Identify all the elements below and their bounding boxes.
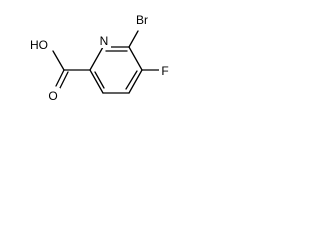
atom-label-f: F <box>161 64 168 78</box>
bond-c2-c3 <box>128 46 143 71</box>
bond-c5-c6 <box>89 69 104 94</box>
bond-carboxyl-o <box>55 69 65 87</box>
atom-label-o: O <box>48 89 57 103</box>
bond-layer <box>52 30 161 94</box>
atom-label-br: Br <box>136 13 148 27</box>
atom-layer: N Br F HO O <box>28 12 171 103</box>
bond-c3-c4-inner <box>125 70 138 90</box>
atom-label-n: N <box>100 34 109 48</box>
bond-c6-n <box>89 46 104 71</box>
structure-canvas: N Br F HO O <box>0 0 204 120</box>
bond-carboxyl-oh <box>52 50 65 71</box>
bond-carboxyl-o-double <box>59 71 69 89</box>
bond-c3-c4 <box>128 69 143 94</box>
bond-c2-br <box>128 30 139 48</box>
molecule-diagram: N Br F HO O <box>28 12 171 103</box>
bond-c5-c6-inner <box>94 71 105 89</box>
atom-label-oh: HO <box>30 38 48 52</box>
